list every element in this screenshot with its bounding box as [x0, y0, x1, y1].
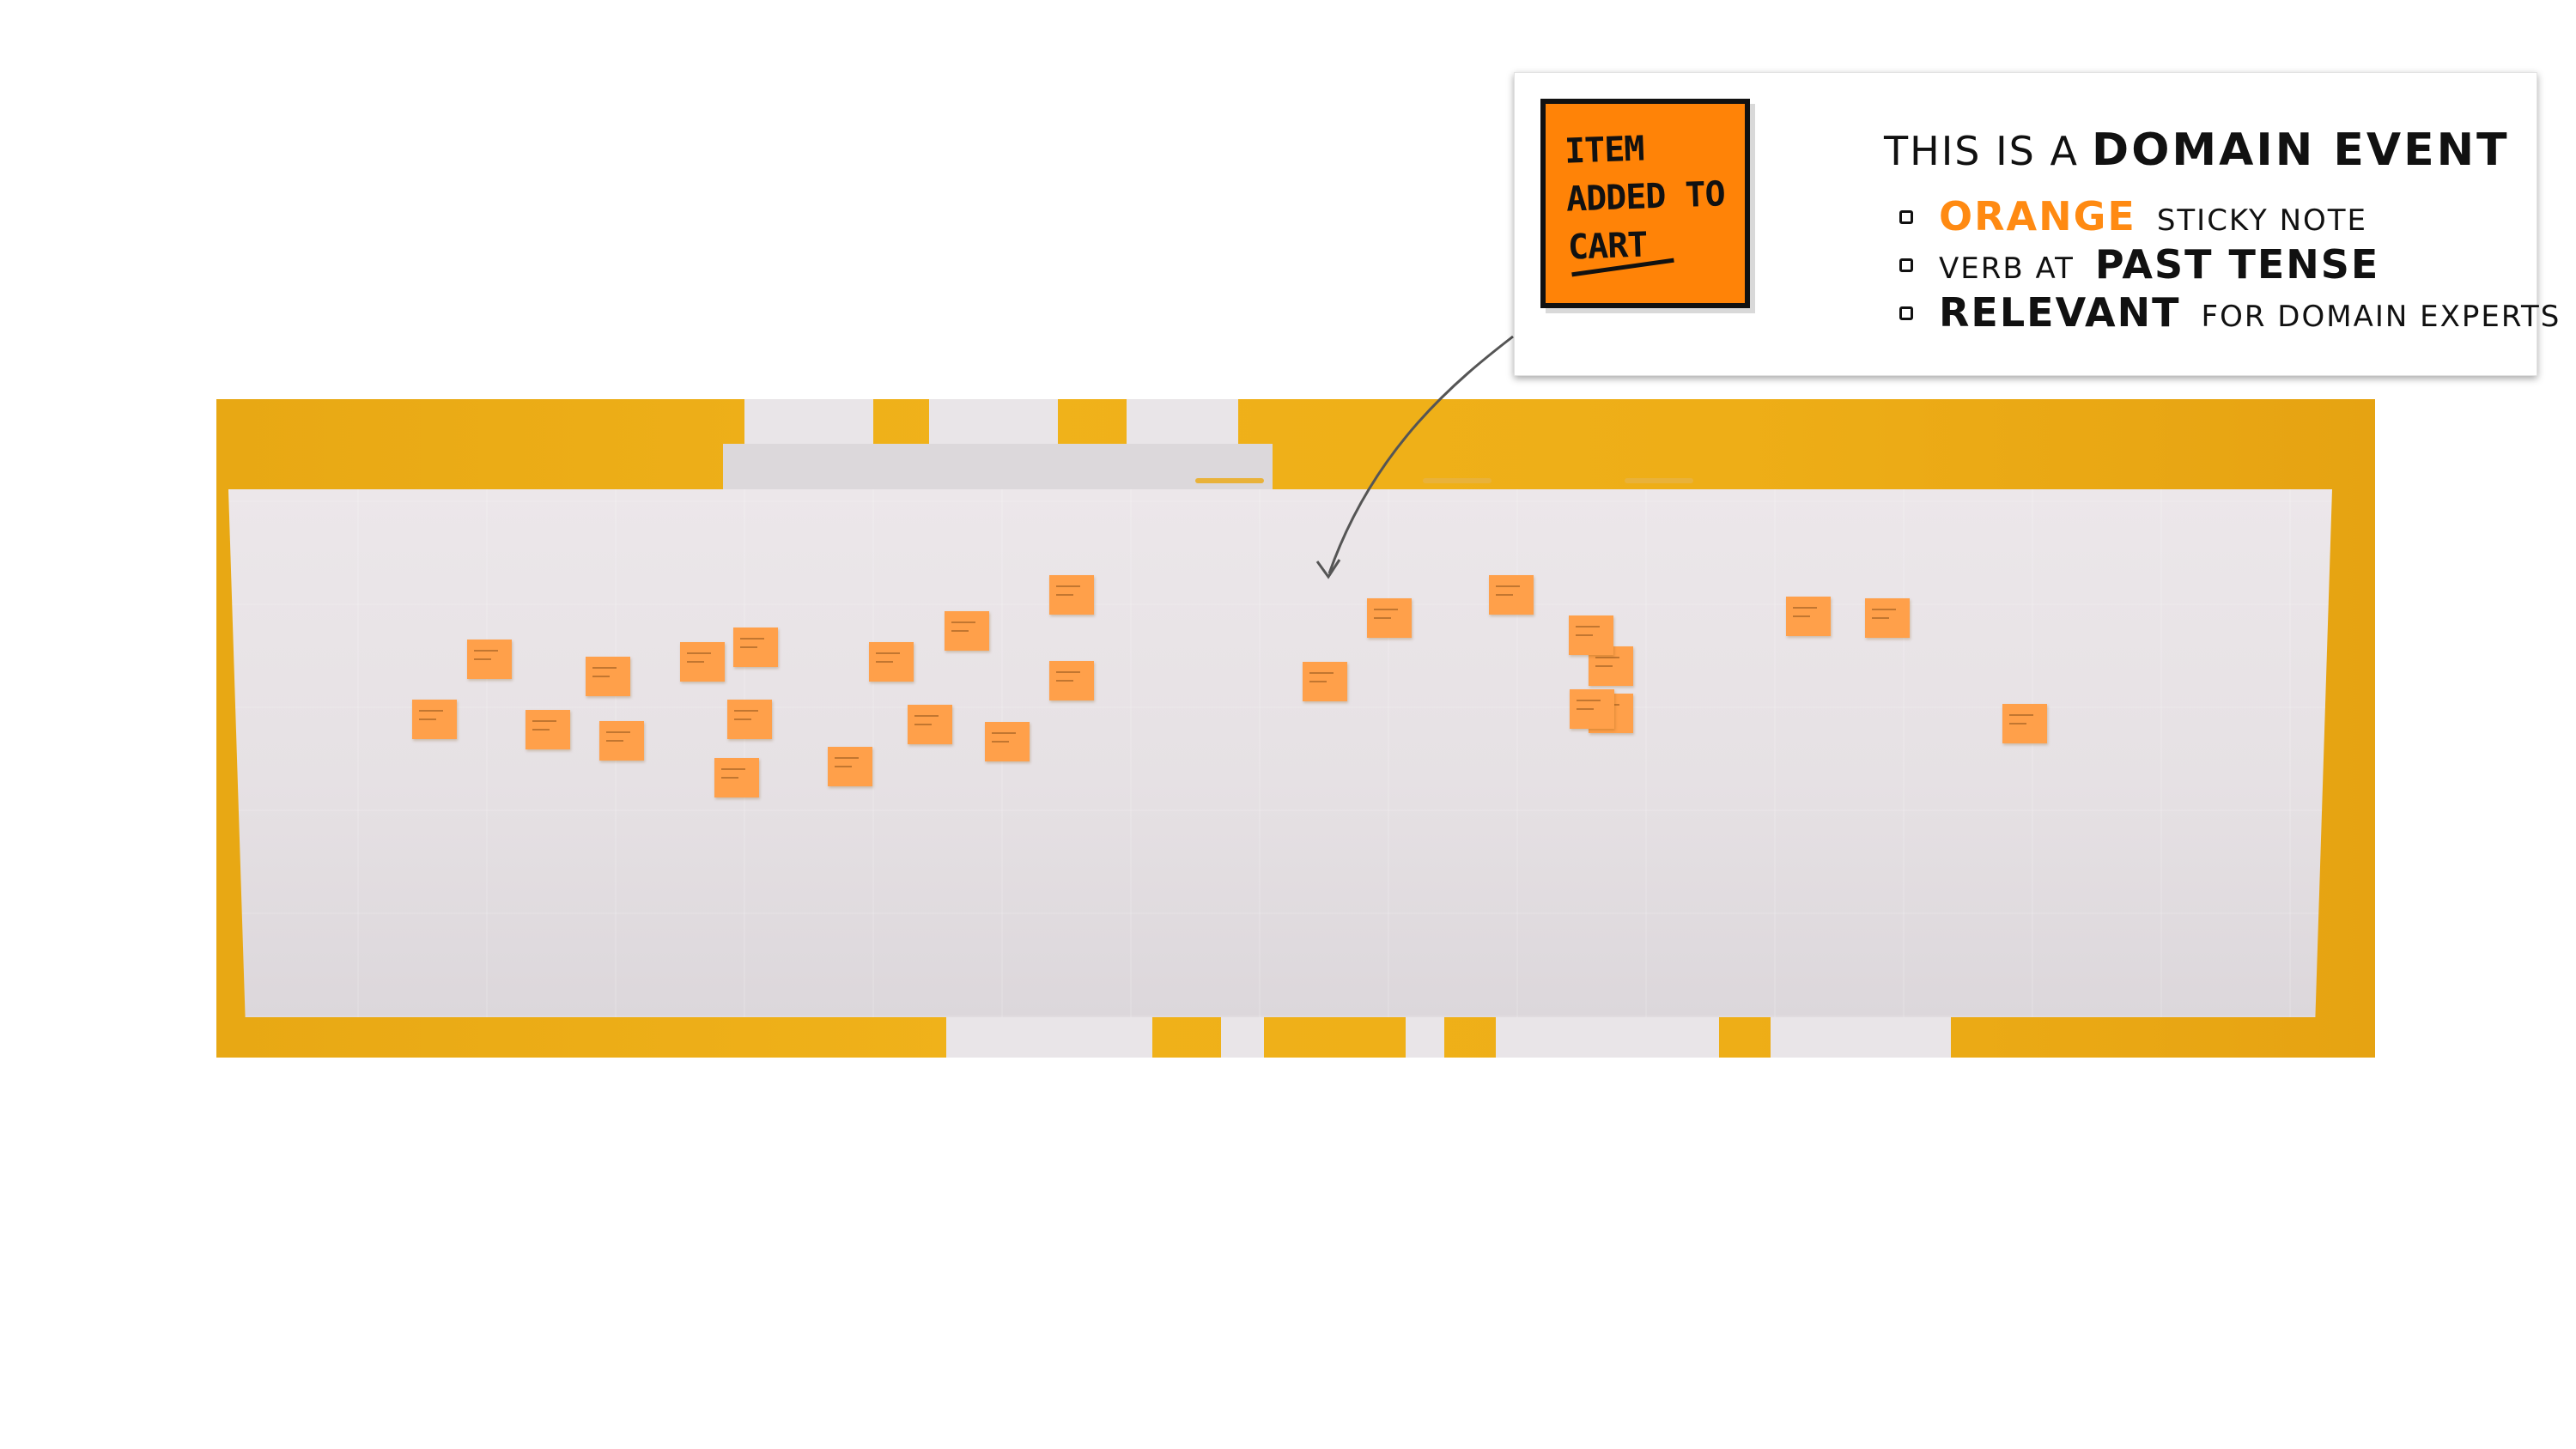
- tape-mark: [1625, 478, 1693, 483]
- heading-term: DOMAIN EVENT: [2092, 124, 2510, 176]
- sticky-note: [1489, 575, 1534, 615]
- sticky-note: [945, 611, 989, 651]
- sticky-note: [1049, 661, 1094, 700]
- tape-strip: [1406, 1016, 1444, 1058]
- sticky-note: [1049, 575, 1094, 615]
- tape-strip: [929, 399, 1058, 444]
- event-storming-wall-photo: [216, 399, 2375, 1058]
- sticky-note: [1569, 615, 1613, 655]
- callout-heading: THIS IS A DOMAIN EVENT: [1884, 124, 2510, 176]
- orange-sticky-note: ITEM ADDED TO CART: [1540, 99, 1750, 308]
- sticky-note: [680, 642, 725, 682]
- sticky-note: [412, 700, 457, 739]
- sticky-note: [1865, 598, 1910, 638]
- sticky-note: [908, 705, 952, 744]
- bullet-strong: ORANGE: [1939, 193, 2136, 239]
- sticky-note: [727, 700, 772, 739]
- checkbox-icon: [1899, 306, 1913, 320]
- sticky-note: [526, 710, 570, 749]
- tape-strip: [946, 1016, 1152, 1058]
- sticky-note: [1570, 689, 1614, 729]
- sticky-note: [985, 722, 1030, 761]
- sticky-note-line: ADDED TO: [1565, 174, 1726, 220]
- bullet-rest: STICKY NOTE: [2156, 203, 2368, 238]
- tape-strip: [723, 444, 1273, 495]
- tape-strip: [744, 399, 873, 444]
- sticky-note: [828, 747, 872, 786]
- heading-prefix: THIS IS A: [1884, 128, 2079, 174]
- sticky-note: [599, 721, 644, 761]
- bullet-strong: PAST TENSE: [2094, 241, 2380, 288]
- bullet-lead: VERB AT: [1939, 252, 2075, 286]
- tape-strip: [1127, 399, 1238, 444]
- tape-mark: [1195, 478, 1264, 483]
- bullet-strong: RELEVANT: [1939, 289, 2181, 336]
- sticky-note: [733, 627, 778, 667]
- tape-strip: [1221, 1016, 1264, 1058]
- tape-strip: [1496, 1016, 1719, 1058]
- domain-event-callout: ITEM ADDED TO CART THIS IS A DOMAIN EVEN…: [1514, 72, 2559, 376]
- tape-mark: [1423, 478, 1492, 483]
- sticky-note: [1303, 662, 1347, 701]
- paper-texture: [228, 489, 2332, 1017]
- sticky-note-line: ITEM: [1564, 129, 1645, 172]
- sticky-note: [2002, 704, 2047, 743]
- sticky-note: [586, 657, 630, 696]
- sticky-note: [714, 758, 759, 797]
- bullet-rest: FOR DOMAIN EXPERTS: [2201, 300, 2561, 334]
- checkbox-icon: [1899, 258, 1913, 272]
- sticky-note: [1367, 598, 1412, 638]
- sticky-note: [869, 642, 914, 682]
- sticky-note: [467, 640, 512, 679]
- tape-strip: [1771, 1016, 1951, 1058]
- sticky-note-text: ITEM ADDED TO CART: [1564, 121, 1749, 271]
- sticky-note: [1786, 597, 1831, 636]
- checkbox-icon: [1899, 210, 1913, 224]
- paper-roll: [228, 489, 2332, 1017]
